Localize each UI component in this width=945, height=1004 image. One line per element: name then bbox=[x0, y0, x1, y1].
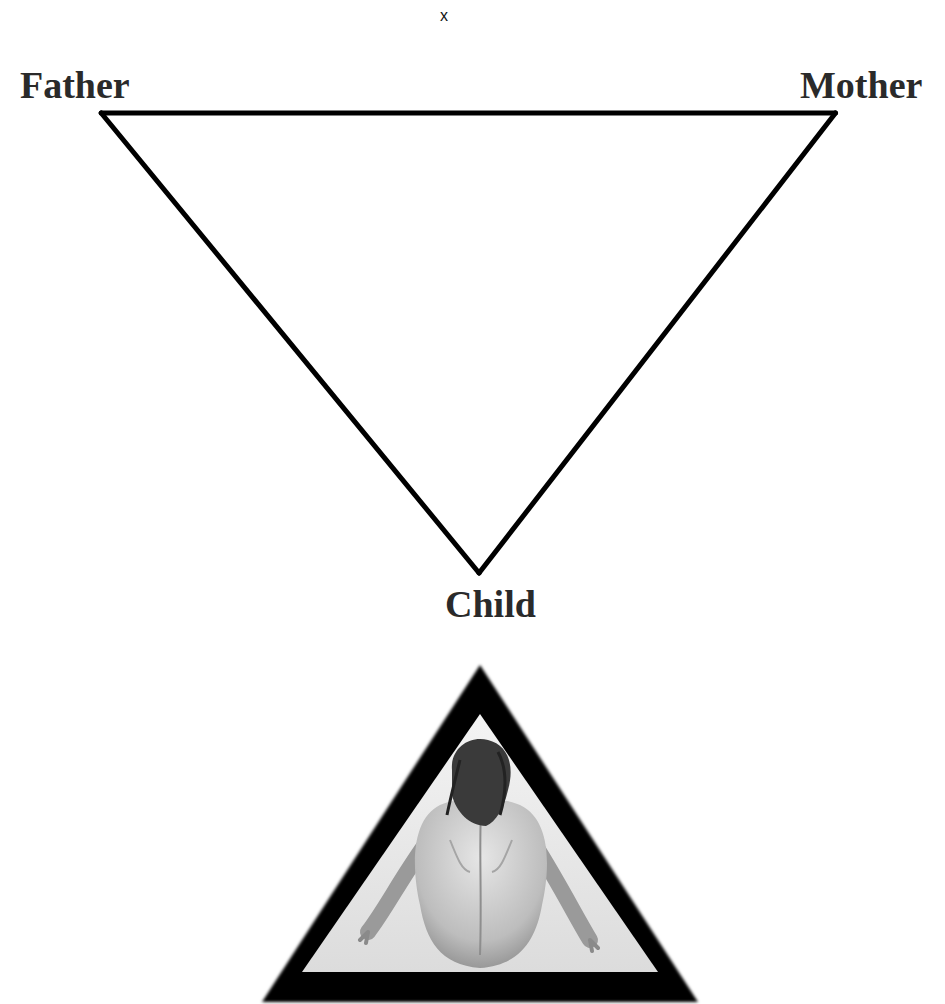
triangle-side bbox=[101, 111, 835, 116]
triangle-frame bbox=[262, 665, 698, 1002]
member-name: Child bbox=[445, 585, 536, 623]
triangle-side bbox=[479, 113, 835, 573]
member-name: Father bbox=[20, 66, 130, 104]
family-member-node: Child bbox=[445, 585, 536, 623]
triangle-side bbox=[101, 113, 479, 573]
member-name: Mother bbox=[800, 66, 922, 104]
seated-figure bbox=[360, 739, 598, 968]
family-member-node: Mother bbox=[800, 66, 922, 104]
family-member-node: Father bbox=[20, 66, 130, 104]
corner-mark: x bbox=[440, 8, 448, 24]
